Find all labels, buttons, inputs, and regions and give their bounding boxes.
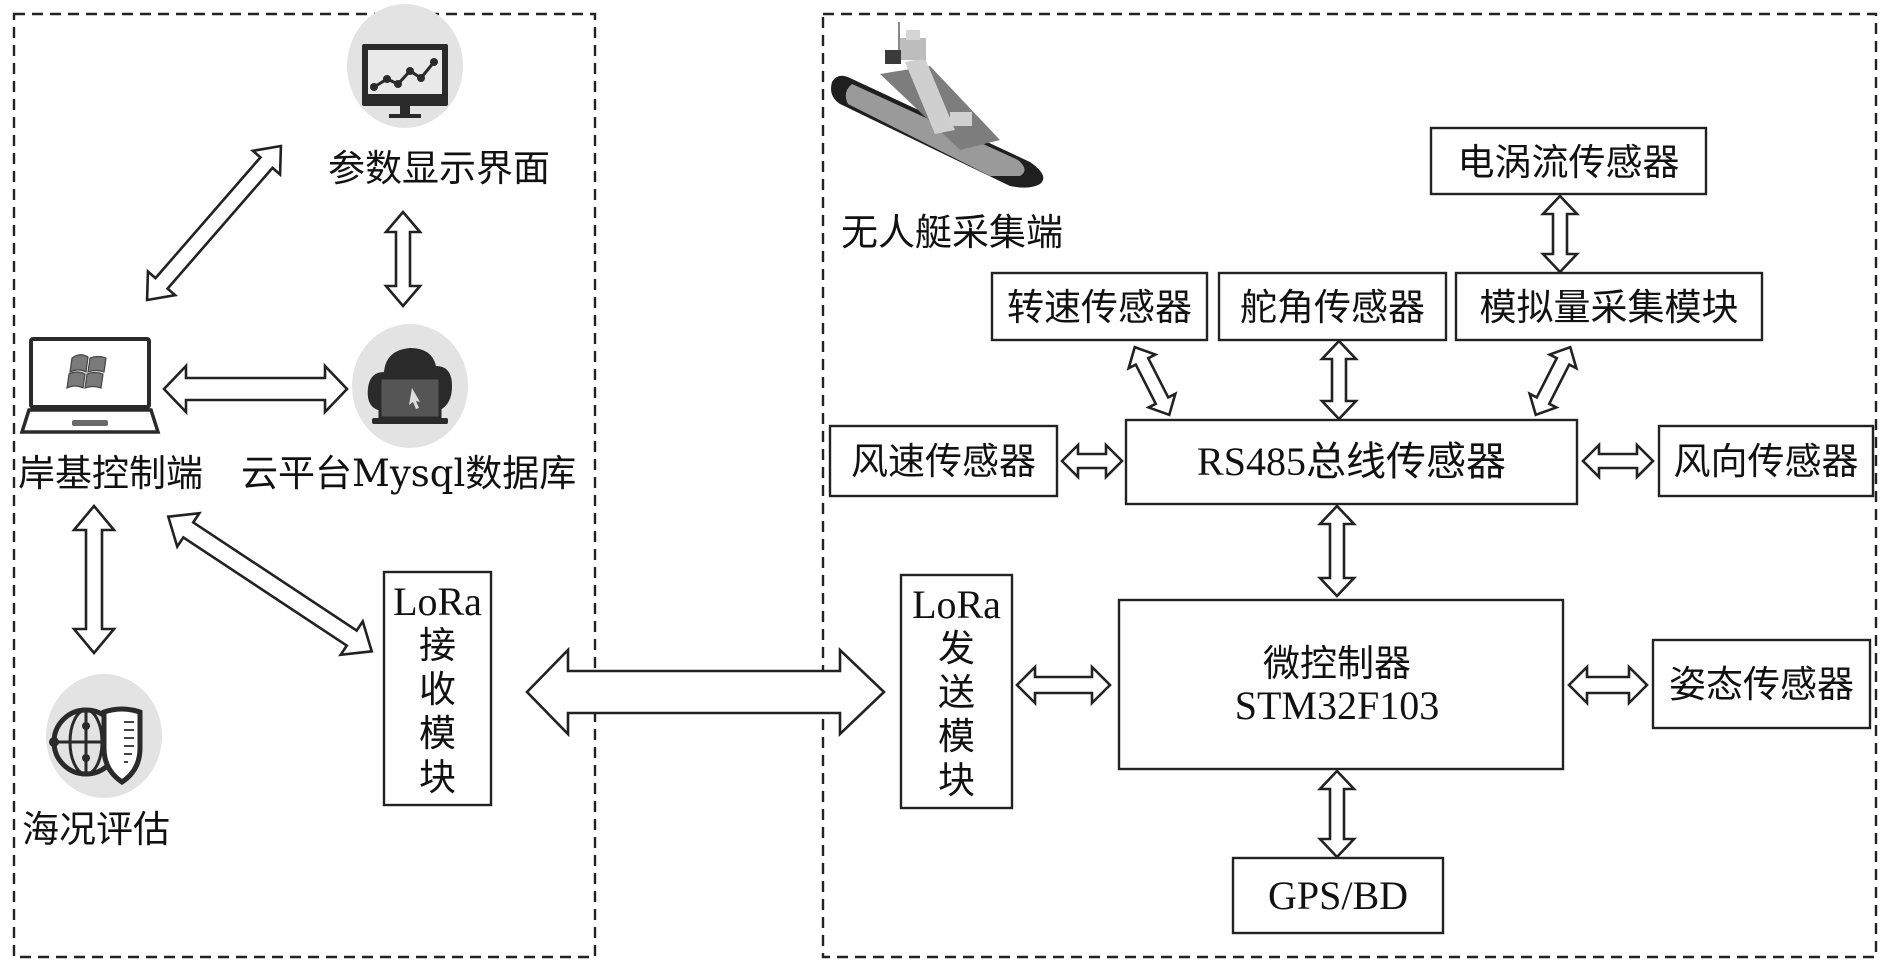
- rs485-bus-sensor-label: RS485总线传感器: [1197, 439, 1506, 484]
- laptop-windows-icon: [19, 337, 161, 434]
- arrow-speed-rs485: [1126, 345, 1178, 417]
- arrow-rudder-rs485: [1318, 339, 1360, 421]
- lora-rx-char-2: 收: [419, 668, 456, 711]
- arrow-control-lora-rx: [166, 511, 374, 657]
- mcu-label: 微控制器: [1263, 642, 1411, 685]
- attitude-sensor-label: 姿态传感器: [1669, 663, 1854, 706]
- rudder-angle-sensor-label: 舵角传感器: [1240, 286, 1425, 329]
- arrow-lora-tx-mcu: [1015, 663, 1112, 707]
- parameter-display-label: 参数显示界面: [328, 147, 550, 190]
- wind-speed-sensor-label: 风速传感器: [851, 440, 1036, 483]
- arrow-windspeed-rs485: [1060, 441, 1124, 481]
- arrow-mcu-attitude: [1567, 663, 1649, 707]
- lora-transmit-module: LoRa 发 送 模 块: [899, 573, 1014, 810]
- eddy-current-sensor-label: 电涡流传感器: [1458, 141, 1680, 184]
- arrow-mcu-gps: [1316, 769, 1358, 859]
- cloud-laptop-icon: [352, 324, 468, 448]
- sea-assessment-label: 海况评估: [22, 808, 170, 851]
- globe-shield-icon: [46, 674, 162, 798]
- arrow-laptop-display: [145, 144, 283, 302]
- lora-rx-char-4: 块: [419, 756, 456, 799]
- analog-acquisition-module-box: 模拟量采集模块: [1454, 271, 1764, 342]
- arrow-analog-rs485: [1527, 345, 1579, 417]
- arrow-control-sea: [71, 503, 117, 656]
- shore-control-label: 岸基控制端: [18, 452, 203, 495]
- mcu-model-label: STM32F103: [1235, 683, 1440, 728]
- arrow-rs485-mcu: [1316, 504, 1358, 598]
- boat-side-title: 无人艇采集端: [841, 211, 1063, 254]
- cloud-db-label: 云平台Mysql数据库: [241, 452, 576, 495]
- shore-region-frame: [12, 12, 597, 959]
- rudder-angle-sensor-box: 舵角传感器: [1217, 271, 1448, 342]
- gps-bd-box: GPS/BD: [1231, 856, 1445, 935]
- lora-tx-title: LoRa: [912, 582, 1001, 627]
- boat-region-frame: [821, 12, 1878, 959]
- lora-receive-module: LoRa 接 收 模 块: [382, 570, 493, 807]
- lora-tx-char-1: 发: [938, 627, 975, 670]
- speed-sensor-label: 转速传感器: [1007, 286, 1192, 329]
- lora-rx-char-3: 模: [419, 712, 456, 755]
- wind-direction-sensor-box: 风向传感器: [1657, 424, 1875, 498]
- gps-bd-label: GPS/BD: [1268, 873, 1408, 918]
- arrow-laptop-cloud: [162, 362, 349, 416]
- arrow-display-cloud: [383, 209, 423, 309]
- wind-direction-sensor-label: 风向传感器: [1674, 440, 1859, 483]
- lora-rx-title: LoRa: [393, 579, 482, 624]
- eddy-current-sensor-box: 电涡流传感器: [1429, 126, 1708, 196]
- lora-tx-char-4: 块: [938, 759, 975, 802]
- wind-speed-sensor-box: 风速传感器: [828, 424, 1059, 498]
- monitor-chart-icon: [347, 4, 463, 128]
- arrow-lora-link: [525, 646, 886, 738]
- lora-rx-char-1: 接: [419, 624, 456, 667]
- speed-sensor-box: 转速传感器: [990, 271, 1209, 342]
- lora-tx-char-3: 模: [938, 715, 975, 758]
- attitude-sensor-box: 姿态传感器: [1651, 638, 1872, 730]
- lora-tx-char-2: 送: [938, 671, 975, 714]
- arrow-eddy-analog: [1539, 194, 1581, 274]
- microcontroller-box: 微控制器 STM32F103: [1117, 598, 1565, 771]
- rs485-bus-sensor-box: RS485总线传感器: [1124, 418, 1579, 506]
- analog-acquisition-module-label: 模拟量采集模块: [1480, 286, 1739, 329]
- arrow-rs485-winddir: [1581, 441, 1655, 481]
- unmanned-boat-image: [831, 22, 1044, 188]
